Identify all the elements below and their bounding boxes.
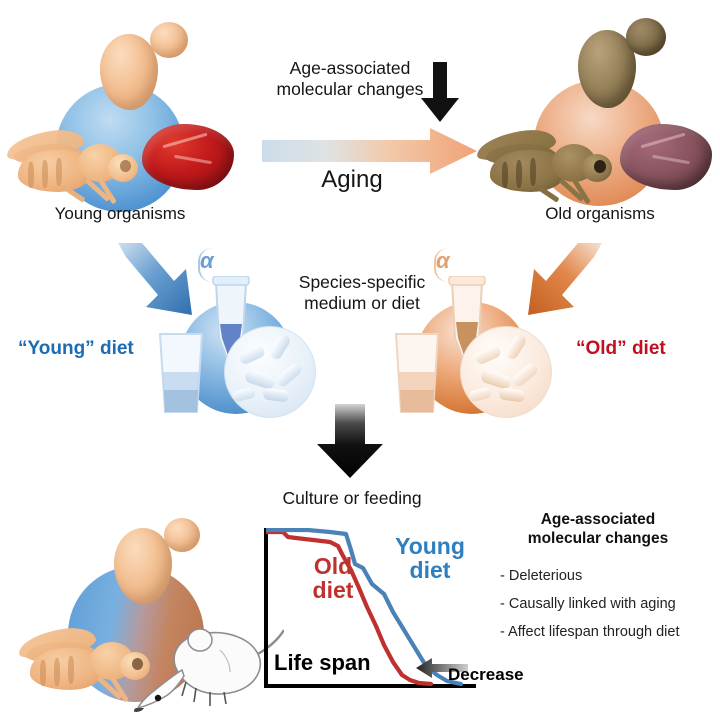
food-pellets-orange-icon [460, 326, 552, 418]
beaker-blue-icon [158, 333, 204, 413]
old-diet-curve [266, 529, 434, 686]
panel-bullet-affect-lifespan: - Affect lifespan through diet [500, 624, 680, 640]
young-organisms-illustration [0, 6, 244, 212]
chart-xlabel: Life span [274, 650, 371, 675]
young-organisms-label: Young organisms [54, 204, 186, 223]
old-diet-label: “Old” diet [576, 338, 666, 359]
young-diet-label: “Young” diet [18, 338, 134, 359]
old-diet-curve-label: Old diet [296, 554, 370, 602]
yeast-bud-young-icon [150, 22, 188, 58]
young-diet-curve-label: Young diet [384, 534, 476, 582]
yeast-bud-old-icon [626, 18, 666, 56]
old-diet-illustration: α [394, 248, 566, 420]
yeast-bud-cultured-icon [164, 518, 200, 552]
down-arrow-icon [421, 62, 459, 122]
panel-title: Age-associated molecular changes [498, 510, 698, 549]
panel-bullet-causally-linked: - Causally linked with aging [500, 596, 676, 612]
lifespan-survival-chart: Old diet Young diet Life span [264, 528, 480, 692]
age-associated-heading-line2: molecular changes [276, 78, 424, 99]
culture-or-feeding-label: Culture or feeding [282, 488, 422, 508]
species-specific-line2: medium or diet [304, 292, 420, 313]
food-pellets-blue-icon [224, 326, 316, 418]
panel-title-line2: molecular changes [527, 530, 669, 548]
species-specific-medium-heading: Species-specific medium or diet [262, 272, 462, 313]
tissue-sample-old-icon [620, 124, 712, 190]
fruit-fly-cultured-icon [16, 624, 156, 703]
old-organisms-label: Old organisms [545, 204, 655, 223]
left-arrow-icon [416, 658, 468, 678]
inoculation-loop-icon: α [198, 248, 234, 282]
fruit-fly-young-icon [4, 126, 144, 205]
age-associated-heading: Age-associated molecular changes [255, 58, 445, 99]
right-gradient-arrow-icon [262, 128, 477, 174]
old-diet-curve-label-text: Old diet [312, 553, 354, 604]
chart-y-axis [264, 528, 268, 688]
chart-decrease-annotation: Decrease [448, 665, 524, 684]
panel-title-line1: Age-associated [540, 511, 656, 528]
panel-bullet-deleterious: - Deleterious [500, 568, 583, 584]
tissue-sample-young-icon [142, 124, 234, 190]
cultured-organisms-illustration [16, 504, 284, 714]
fruit-fly-old-icon [474, 125, 618, 205]
young-diet-illustration: α [158, 248, 330, 420]
beaker-orange-icon [394, 333, 440, 413]
age-associated-heading-line1: Age-associated [289, 58, 411, 78]
yeast-cell-cultured-icon [114, 528, 172, 604]
blue-diagonal-arrow-icon [118, 243, 192, 315]
young-diet-curve-label-text: Young diet [395, 533, 465, 584]
yeast-cell-young-icon [100, 34, 158, 110]
old-organisms-illustration [474, 6, 720, 206]
orange-diagonal-arrow-icon [528, 243, 602, 315]
chart-x-axis [264, 684, 476, 688]
aging-label: Aging [321, 166, 383, 193]
species-specific-line1: Species-specific [298, 272, 426, 292]
culture-down-arrow-icon [317, 404, 383, 478]
mouse-icon [134, 628, 284, 712]
inoculation-loop-icon: α [434, 248, 470, 282]
